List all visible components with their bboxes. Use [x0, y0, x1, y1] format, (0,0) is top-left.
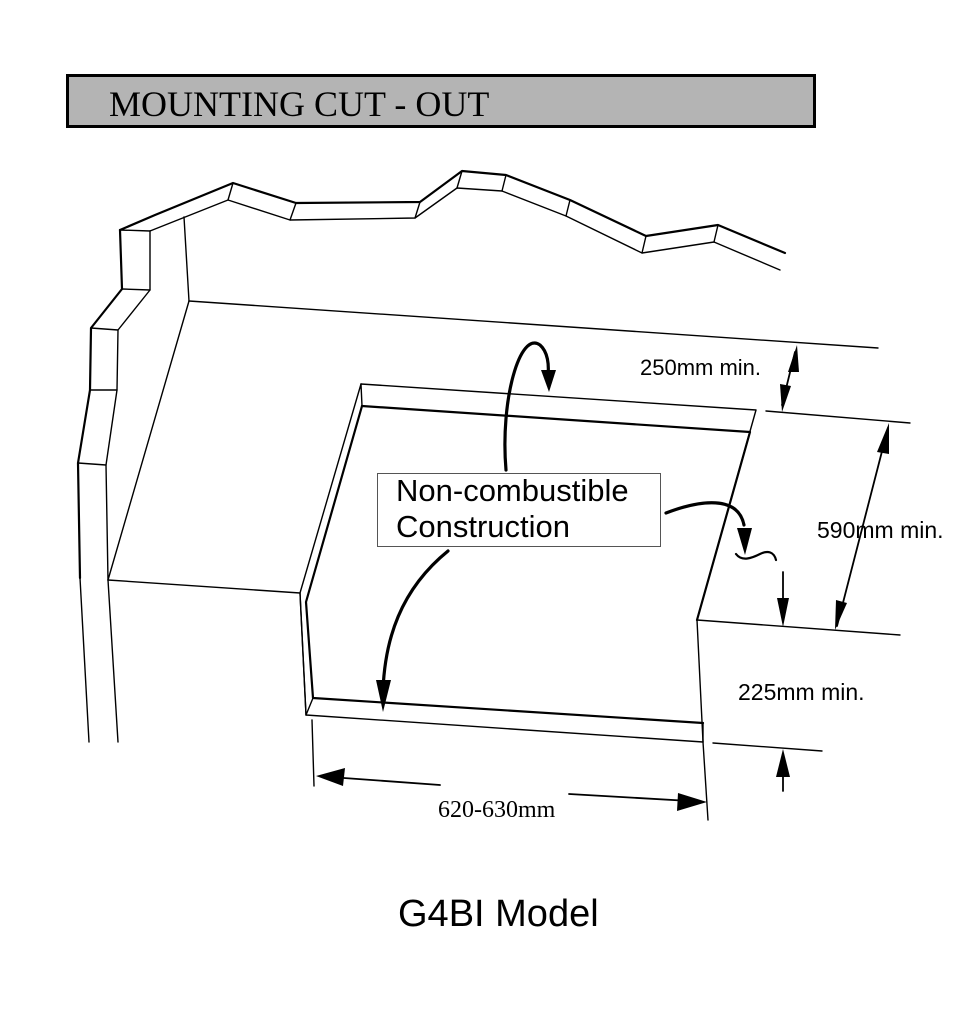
- dim-arrowhead: [835, 600, 847, 630]
- countertop-front-left-edge: [107, 579, 301, 594]
- dim-arrowhead: [788, 345, 799, 372]
- cutout-inner-edge: [360, 404, 752, 622]
- dimension-width: [316, 768, 707, 811]
- side-wall-tick: [119, 229, 151, 232]
- side-wall-lower-left: [79, 577, 90, 743]
- countertop-front-face-right: [702, 741, 709, 821]
- width-label: 620-630mm: [438, 797, 556, 823]
- rear-extension-line: [765, 410, 911, 424]
- side-wall-tick: [121, 288, 151, 291]
- leader-to-right: [664, 501, 746, 527]
- dim-arrowhead: [316, 768, 345, 786]
- note-line-1: Non-combustible: [396, 473, 629, 508]
- cutout-corner-tick: [360, 383, 363, 407]
- non-combustible-note: Non-combustible Construction: [377, 473, 661, 547]
- cutout-opening: [299, 383, 757, 787]
- front-clearance-label: 225mm min.: [738, 679, 865, 705]
- cutout-inner-left-edge: [304, 404, 705, 725]
- countertop-front-right-edge: [696, 619, 901, 636]
- countertop: [107, 300, 901, 821]
- side-wall-outer-edge: [76, 228, 124, 580]
- width-dimension-line-left: [329, 776, 441, 786]
- width-dimension-line-right: [568, 793, 691, 802]
- cutout-outer-rim: [299, 383, 757, 743]
- countertop-back-edge: [188, 300, 879, 349]
- dimension-rear: [765, 345, 911, 424]
- side-wall-tick: [90, 327, 119, 331]
- dimension-depth: [777, 423, 889, 630]
- side-wall-tick: [77, 462, 107, 466]
- wall-edge-tick: [227, 182, 234, 201]
- countertop-left-edge: [107, 300, 190, 581]
- leader-to-rear: [503, 341, 550, 472]
- break-squiggle: [734, 550, 778, 562]
- leader-arrowhead: [541, 370, 556, 392]
- width-extension-left: [311, 719, 315, 787]
- dim-arrowhead: [780, 384, 791, 412]
- wall-edge-tick: [713, 224, 719, 243]
- dim-arrowhead: [877, 423, 889, 454]
- wall-edge-tick: [289, 202, 297, 221]
- wall-edge-tick: [501, 174, 507, 192]
- leader-arrowhead: [737, 528, 752, 555]
- wall-edge-tick: [565, 199, 571, 217]
- depth-dimension-line: [836, 427, 889, 627]
- note-leaders: [376, 341, 778, 712]
- note-line-2: Construction: [396, 509, 571, 544]
- wall-inner-corner: [183, 216, 190, 302]
- front-extension-line: [712, 742, 823, 752]
- side-wall-lower-right: [107, 579, 119, 743]
- leader-to-front: [381, 549, 450, 692]
- wall-edge-tick: [456, 170, 463, 189]
- dim-arrowhead: [777, 598, 789, 627]
- wall-profile: [76, 169, 787, 743]
- cutout-corner-tick: [305, 697, 314, 716]
- depth-label: 590mm min.: [817, 517, 944, 543]
- diagram-title: MOUNTING CUT - OUT: [109, 84, 490, 124]
- leader-arrowhead: [376, 680, 391, 712]
- dim-arrowhead: [677, 793, 707, 811]
- wall-edge-tick: [414, 201, 421, 219]
- wall-top-outer-edge: [118, 169, 787, 255]
- side-wall-inner-edge: [105, 230, 151, 581]
- dim-arrowhead: [776, 749, 790, 777]
- model-label: G4BI Model: [398, 893, 599, 935]
- title-banner: MOUNTING CUT - OUT: [66, 74, 816, 128]
- rear-clearance-label: 250mm min.: [640, 355, 762, 380]
- wall-edge-tick: [641, 235, 647, 254]
- dimension-front: [712, 742, 823, 792]
- wall-top-inner-edge: [149, 187, 781, 271]
